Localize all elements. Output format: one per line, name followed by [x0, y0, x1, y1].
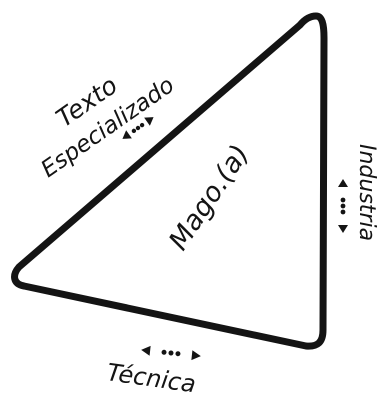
- double-arrow-dots-icon-bottom-edge: [141, 345, 201, 361]
- triangle-outline: [11, 12, 328, 350]
- double-arrow-dots-icon-right-edge: [338, 179, 348, 233]
- center-label: Mago.(a): [163, 139, 256, 256]
- double-arrow-dots-icon-hypotenuse: [122, 117, 154, 139]
- label-industria: Industria: [354, 144, 377, 241]
- label-tecnica: Técnica: [105, 358, 197, 394]
